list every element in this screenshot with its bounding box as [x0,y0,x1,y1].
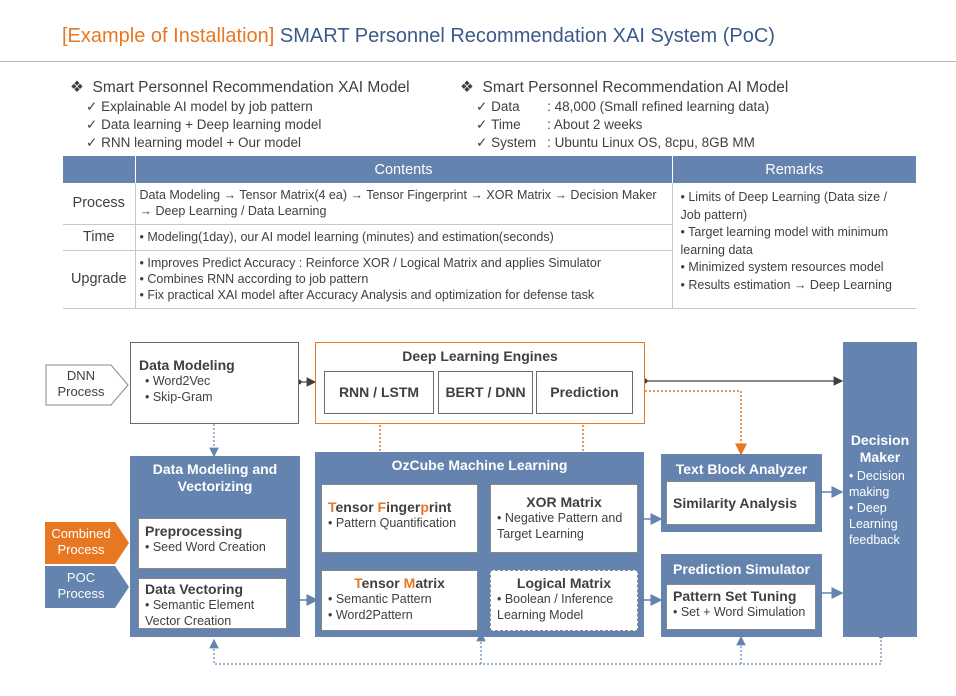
left-item-2: ✓ Data learning + Deep learning model [86,117,322,132]
decision-maker-item: • Decision making [849,469,905,499]
pattern-set-tuning-item: • Set + Word Simulation [673,605,806,619]
data-modeling-item: • Skip-Gram [145,390,213,404]
row-text-process: Data Modeling → Tensor Matrix(4 ea) → Te… [135,183,672,225]
pattern-set-tuning-title: Pattern Set Tuning [673,588,797,604]
tba-title: Text Block Analyzer [675,461,808,477]
check-icon: ✓ [86,135,98,150]
title-bracket: [Example of Installation] [62,25,275,47]
poc-process-label: POC Process [57,570,105,601]
data-vectoring-title: Data Vectoring [145,581,244,597]
left-block: ❖ Smart Personnel Recommendation XAI Mod… [70,78,410,151]
remark-item: • Minimized system resources model [680,260,884,274]
pattern-set-tuning-box: Pattern Set Tuning • Set + Word Simulati… [666,584,816,630]
prediction-simulator-box: Prediction Simulator Pattern Set Tuning … [661,554,822,637]
preprocessing-box: Preprocessing • Seed Word Creation [138,518,287,569]
tensor-matrix-box: Tensor Matrix • Semantic Pattern • Word2… [321,570,478,631]
dmv-title: Data Modeling and Vectorizing [152,461,278,494]
arrow-shape-icon [45,364,129,406]
combined-process-label: Combined Process [51,526,111,557]
table-row: Time • Modeling(1day), our AI model lear… [63,224,916,251]
remarks-cell: • Limits of Deep Learning (Data size / J… [671,183,916,309]
table-header-row: Contents Remarks [63,156,916,183]
check-icon: ✓ [476,117,488,132]
check-icon: ✓ [476,135,488,150]
logical-matrix-title: Logical Matrix [516,575,612,591]
decision-maker-item: • Deep Learning feedback [849,501,900,547]
deep-learning-engines-box: Deep Learning Engines RNN / LSTM BERT / … [315,342,645,424]
arrow-shape-icon [45,522,129,564]
similarity-analysis-box: Similarity Analysis [666,481,816,525]
right-item-1: ✓ Data: 48,000 (Small refined learning d… [476,99,770,114]
left-block-heading: ❖ Smart Personnel Recommendation XAI Mod… [70,79,410,96]
check-icon: ✓ [86,99,98,114]
xor-matrix-item: • Negative Pattern and Target Learning [497,511,623,541]
left-item-1: ✓ Explainable AI model by job pattern [86,99,313,114]
left-item-3: ✓ RNN learning model + Our model [86,135,302,150]
decision-maker-title: Decision Maker [850,432,910,465]
ozcube-title: OzCube Machine Learning [391,457,568,473]
remark-item: • Limits of Deep Learning (Data size / J… [680,190,888,222]
data-modeling-item: • Word2Vec [145,374,211,388]
similarity-analysis-label: Similarity Analysis [673,495,797,511]
tensor-matrix-item: • Semantic Pattern [328,592,432,606]
logical-matrix-item: • Boolean / Inference Learning Model [497,592,614,622]
upgrade-line: • Fix practical XAI model after Accuracy… [139,288,595,302]
text-block-analyzer-box: Text Block Analyzer Similarity Analysis [661,454,822,532]
data-modeling-box: Data Modeling • Word2Vec • Skip-Gram [130,342,299,424]
prediction-box: Prediction [536,371,633,414]
data-vectoring-box: Data Vectoring • Semantic Element Vector… [138,578,287,629]
poc-process-arrow: POC Process [45,566,129,608]
arrow-shape-icon [45,566,129,608]
remark-item: • Target learning model with minimum lea… [680,225,889,257]
diamond-bullet-icon: ❖ [70,79,84,96]
right-block-heading: ❖ Smart Personnel Recommendation AI Mode… [460,79,789,96]
xor-matrix-box: XOR Matrix • Negative Pattern and Target… [490,484,638,553]
upgrade-line: • Improves Predict Accuracy : Reinforce … [139,256,602,270]
bert-dnn-box: BERT / DNN [438,371,533,414]
right-block: ❖ Smart Personnel Recommendation AI Mode… [460,78,788,151]
tensor-matrix-item: • Word2Pattern [328,608,413,622]
check-icon: ✓ [86,117,98,132]
tensor-matrix-title: Tensor Matrix [354,575,445,591]
dnn-process-arrow: DNN Process [45,364,129,406]
upgrade-line: • Combines RNN according to job pattern [139,272,369,286]
preprocessing-title: Preprocessing [145,523,243,539]
row-label-upgrade: Upgrade [63,250,136,309]
title-divider [0,61,956,62]
header-contents: Contents [135,156,673,183]
data-modeling-vectorizing-box: Data Modeling and Vectorizing Preprocess… [130,456,300,637]
dnn-process-label: DNN Process [57,368,105,399]
ozcube-machine-learning-box: OzCube Machine Learning Tensor Fingerpri… [315,452,644,637]
tensor-fingerprint-title: Tensor Fingerprint [328,499,452,515]
row-label-time: Time [63,224,136,251]
row-text-time: • Modeling(1day), our AI model learning … [135,224,672,251]
tensor-fingerprint-box: Tensor Fingerprint • Pattern Quantificat… [321,484,478,553]
dle-title: Deep Learning Engines [402,348,558,364]
data-vectoring-item: • Semantic Element Vector Creation [145,598,255,628]
table-row: Process Data Modeling → Tensor Matrix(4 … [63,183,916,309]
logical-matrix-box: Logical Matrix • Boolean / Inference Lea… [490,570,638,631]
table-row: Upgrade • Improves Predict Accuracy : Re… [63,250,916,309]
preprocessing-item: • Seed Word Creation [145,540,266,554]
diamond-bullet-icon: ❖ [460,79,474,96]
combined-process-arrow: Combined Process [45,522,129,564]
page-title: [Example of Installation] SMART Personne… [62,25,775,48]
check-icon: ✓ [476,99,488,114]
contents-table: Contents Remarks Process Data Modeling →… [63,156,916,309]
ps-title: Prediction Simulator [673,561,810,577]
remark-item: • Results estimation → Deep Learning [680,277,892,292]
row-label-process: Process [63,183,136,225]
tensor-fingerprint-item: • Pattern Quantification [328,516,457,530]
xor-matrix-title: XOR Matrix [526,494,602,510]
title-main: SMART Personnel Recommendation XAI Syste… [279,25,775,47]
right-item-2: ✓ Time: About 2 weeks [476,117,643,132]
right-item-3: ✓ System: Ubuntu Linux OS, 8cpu, 8GB MM [476,135,755,150]
header-remarks: Remarks [672,156,916,183]
decision-maker-box: Decision Maker • Decision making • Deep … [843,342,917,637]
header-blank [63,156,136,183]
data-modeling-title: Data Modeling [139,357,235,373]
rnn-lstm-box: RNN / LSTM [324,371,434,414]
row-text-upgrade: • Improves Predict Accuracy : Reinforce … [135,250,672,309]
